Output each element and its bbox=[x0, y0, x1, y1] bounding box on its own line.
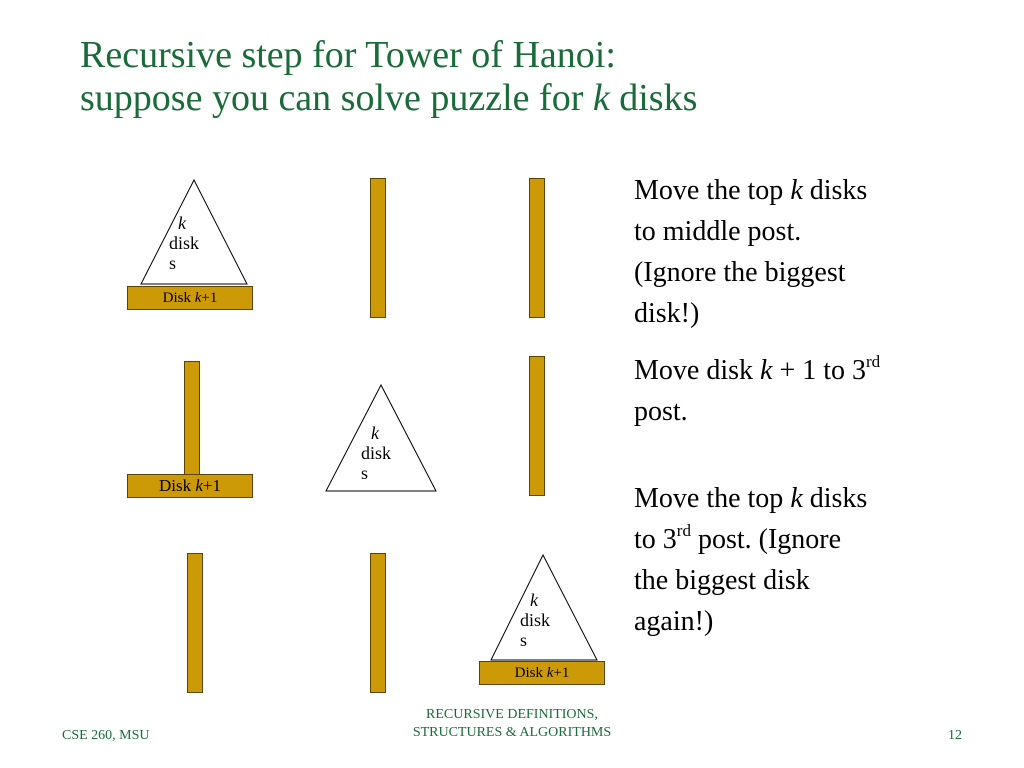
k-disks-triangle-row3 bbox=[490, 553, 598, 661]
footer-topic: RECURSIVE DEFINITIONS, STRUCTURES & ALGO… bbox=[412, 707, 612, 740]
disk-k-plus-1-row1: Disk k+1 bbox=[127, 286, 253, 310]
title-line-1: Recursive step for Tower of Hanoi: bbox=[80, 34, 616, 76]
k-disks-triangle-row1 bbox=[140, 178, 248, 285]
post-1-row2 bbox=[184, 361, 200, 476]
page-number: 12 bbox=[948, 728, 962, 743]
post-3-row2 bbox=[529, 356, 545, 496]
footer-course: CSE 260, MSU bbox=[62, 728, 150, 743]
k-disks-triangle-row2 bbox=[325, 383, 437, 492]
disk-k-plus-1-row2: Disk k+1 bbox=[127, 474, 253, 498]
slide-title: Recursive step for Tower of Hanoi: suppo… bbox=[80, 34, 980, 120]
k-disks-label-row1: k disk s bbox=[169, 213, 200, 273]
post-3-row1 bbox=[529, 178, 545, 318]
step-3-text: Move the top k disks to 3rd post. (Ignor… bbox=[634, 483, 868, 637]
post-2-row1 bbox=[370, 178, 386, 318]
k-disks-label-row3: k disk s bbox=[520, 590, 551, 650]
step-1-text: Move the top k disks to middle post. (Ig… bbox=[634, 175, 868, 329]
disk-k-plus-1-row3: Disk k+1 bbox=[479, 661, 605, 685]
step-2-text: Move disk k + 1 to 3rd post. bbox=[634, 352, 881, 427]
post-2-row3 bbox=[370, 553, 386, 693]
title-line-2: suppose you can solve puzzle for k disks bbox=[80, 77, 698, 119]
post-1-row3 bbox=[187, 553, 203, 693]
k-disks-label-row2: k disk s bbox=[361, 423, 392, 483]
